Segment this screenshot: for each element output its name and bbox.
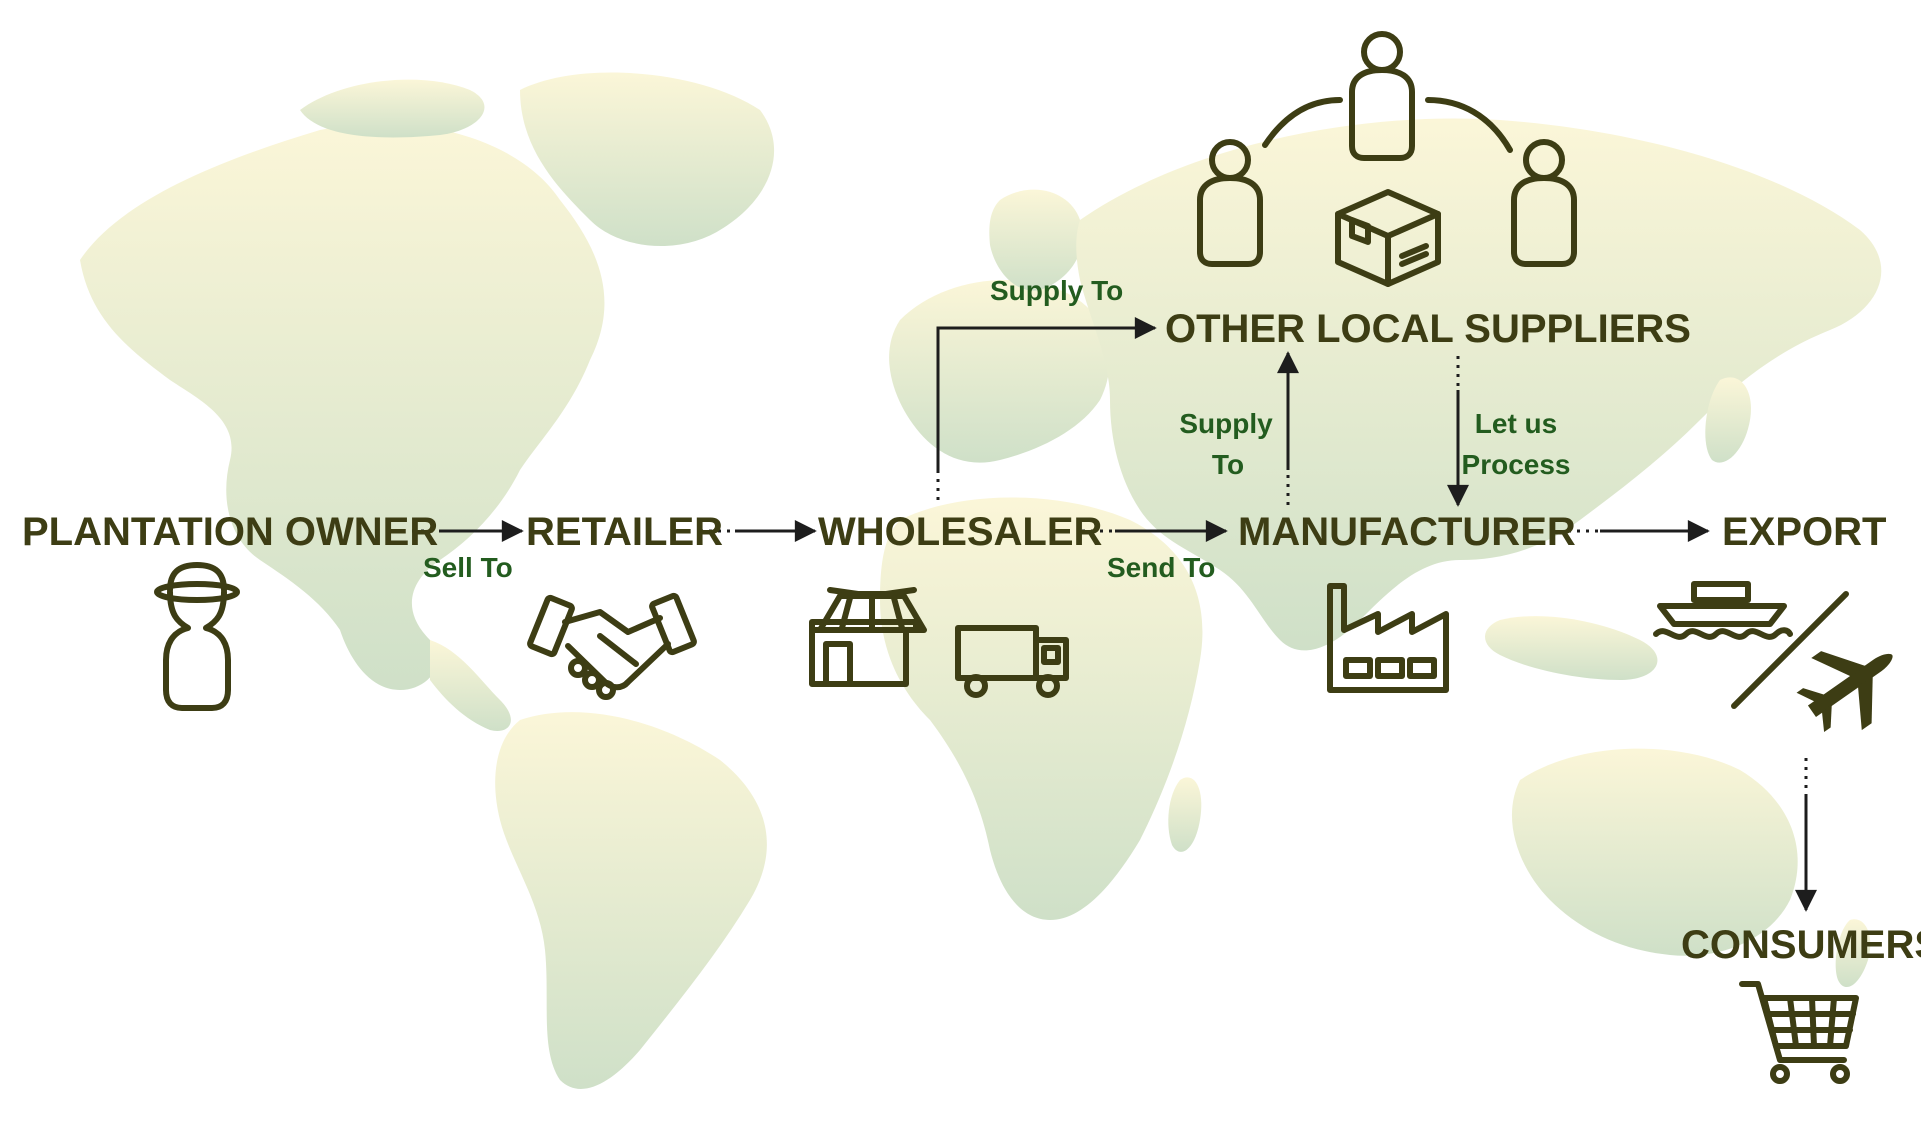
factory-icon: [1327, 583, 1449, 693]
edge-label-send-to: Send To: [1107, 552, 1215, 583]
edge-label-let-us-process-line2: Process: [1462, 449, 1571, 480]
airplane-icon: [1796, 651, 1893, 733]
supplier-person-icon: [1349, 31, 1415, 161]
edge-label-supply-to-line1: Supply: [1179, 408, 1273, 439]
ship-icon: [1653, 581, 1793, 640]
truck-icon: [955, 625, 1069, 698]
edge-label-sell-to: Sell To: [423, 552, 513, 583]
edge-label-supply-to-line2: To: [1212, 449, 1244, 480]
package-box-icon: [1335, 189, 1441, 287]
supplier-link-left: [1262, 97, 1343, 148]
supplier-person-icon: [1511, 139, 1577, 267]
node-wholesaler: WHOLESALER: [818, 510, 1103, 554]
supplier-link-right: [1425, 97, 1513, 153]
node-manufacturer: MANUFACTURER: [1238, 510, 1576, 554]
world-map-background: [80, 72, 1882, 1089]
node-other-local-suppliers: OTHER LOCAL SUPPLIERS: [1165, 307, 1691, 351]
edge-label-let-us-process-line1: Let us: [1475, 408, 1557, 439]
node-export: EXPORT: [1722, 510, 1886, 554]
export-divider: [1731, 591, 1849, 709]
node-retailer: RETAILER: [526, 510, 723, 554]
edge-label-supply-to-top: Supply To: [990, 275, 1123, 306]
arrow-wholesaler-to-suppliers: [936, 317, 1157, 470]
shopping-cart-icon: [1739, 981, 1859, 1084]
store-icon: [809, 587, 927, 687]
flow-arrows: [412, 317, 1817, 912]
node-plantation-owner: PLANTATION OWNER: [22, 510, 438, 554]
supplier-person-icon: [1197, 139, 1263, 267]
node-consumers: CONSUMERS: [1681, 923, 1921, 967]
handshake-icon: [527, 592, 697, 700]
farmer-icon: [154, 562, 240, 711]
